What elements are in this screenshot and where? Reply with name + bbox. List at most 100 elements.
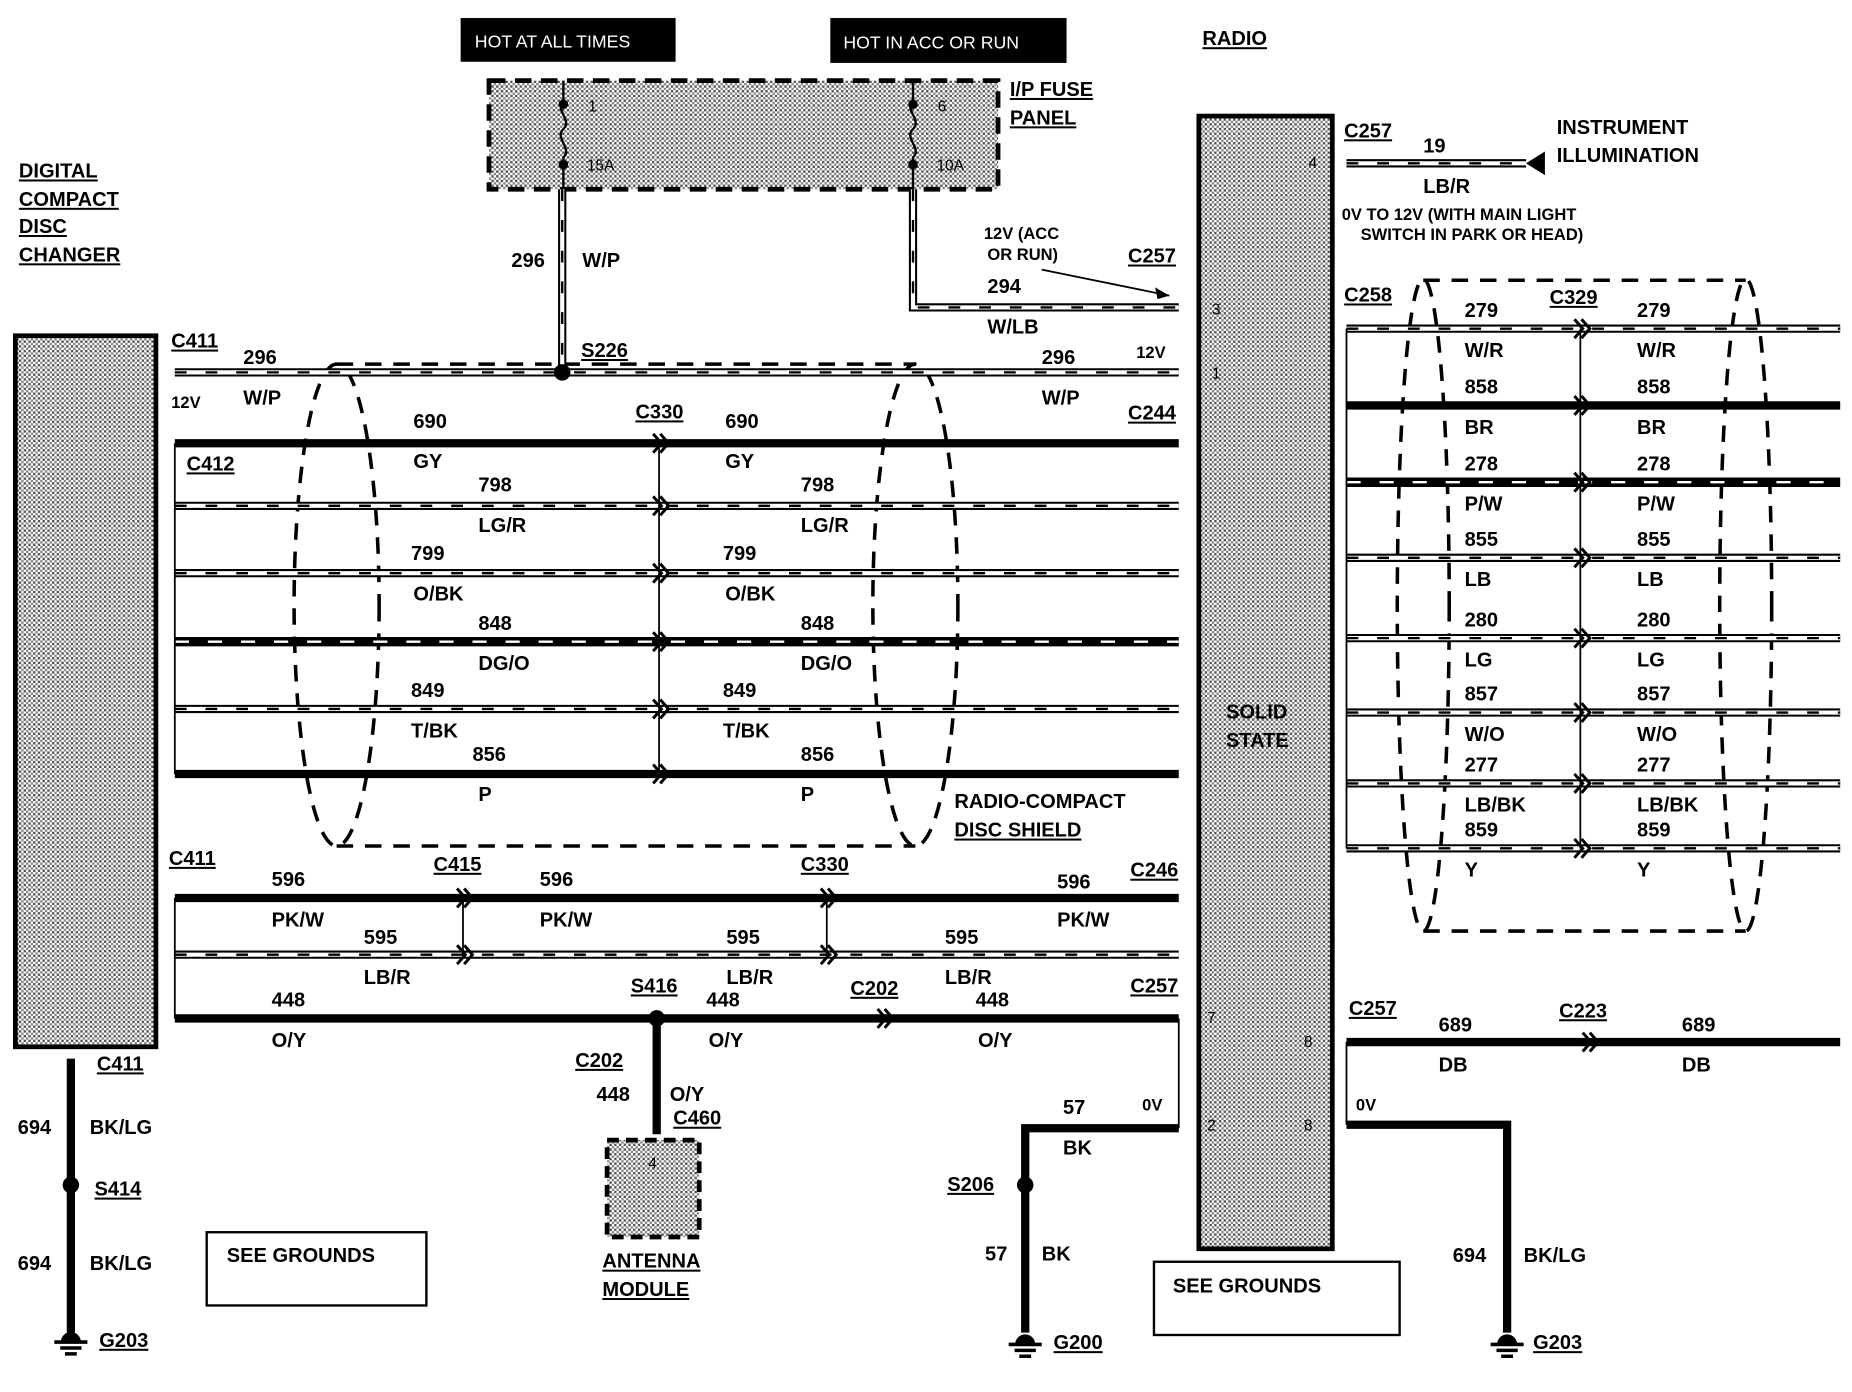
circuit-color: LG: [1637, 649, 1665, 671]
circuit-color: BK: [1042, 1244, 1071, 1266]
ground-icon: [54, 1332, 88, 1356]
fuse-rating: 10A: [937, 157, 965, 174]
radio-pin: 8: [1304, 1034, 1313, 1051]
circuit-number: 277: [1465, 755, 1498, 777]
circuit-number: 279: [1465, 300, 1498, 322]
circuit-color: T/BK: [723, 720, 770, 742]
circuit-color: P/W: [1637, 494, 1675, 516]
see-grounds-text: SEE GROUNDS: [227, 1245, 375, 1267]
splice-dot: [62, 1176, 80, 1194]
circuit-color: W/R: [1465, 340, 1505, 362]
circuit-number: 848: [801, 613, 834, 635]
circuit-color: LB/R: [364, 967, 411, 989]
arrow-icon: [1526, 151, 1545, 176]
connector-label: C258: [1344, 285, 1392, 307]
shield-outline: [336, 362, 916, 848]
wire-294: [908, 189, 1179, 312]
hot-in-acc-or-run-banner: [830, 18, 1067, 63]
connector-label: C202: [575, 1050, 623, 1072]
connector-label: C411: [169, 848, 216, 870]
connector-chevron: [1581, 1031, 1601, 1053]
circuit-color: LB/R: [1423, 176, 1470, 198]
circuit-color: O/Y: [272, 1030, 307, 1052]
circuit-number: 859: [1637, 820, 1670, 842]
circuit-number: 278: [1637, 453, 1670, 475]
antenna-module-box: [604, 1137, 702, 1240]
circuit-number: 595: [364, 927, 397, 949]
circuit-color: W/P: [243, 387, 281, 409]
wire-body: [1346, 1120, 1512, 1333]
circuit-color: LB: [1465, 569, 1492, 591]
connector-label: C412: [187, 453, 235, 475]
circuit-color: BR: [1637, 417, 1666, 439]
circuit-number: 856: [801, 744, 834, 766]
connector-chevron: [1573, 395, 1592, 416]
connector-chevron: [819, 944, 839, 966]
connector-label: C415: [433, 854, 481, 876]
voltage-label: 0V: [1356, 1096, 1376, 1115]
circuit-color: LB/BK: [1465, 795, 1527, 817]
connector-label: C223: [1559, 1000, 1607, 1022]
circuit-color: LG/R: [478, 515, 526, 537]
shield-outline: [1423, 278, 1746, 933]
fuse-number: 1: [588, 98, 597, 115]
connector-label: C329: [1550, 287, 1598, 309]
circuit-color: GY: [413, 451, 443, 473]
radio-label: RADIO: [1202, 28, 1267, 50]
shield-outline: [1717, 277, 1774, 933]
circuit-number: 799: [411, 543, 444, 565]
connector-chevron: [652, 763, 671, 785]
fuse-terminal: [908, 99, 918, 109]
circuit-color: LB: [1637, 569, 1664, 591]
shield-outline: [1395, 277, 1452, 933]
radio-box: [1196, 113, 1335, 1252]
circuit-number: 798: [478, 475, 511, 497]
radio-pin: 4: [1309, 155, 1318, 172]
circuit-color: BR: [1465, 417, 1494, 439]
connector-chevron: [652, 698, 671, 720]
connector-chevron: [1573, 627, 1592, 649]
radio-pin: 3: [1212, 301, 1221, 318]
instrument-illumination-label: INSTRUMENT: [1557, 117, 1689, 139]
hot-at-all-times-label: HOT AT ALL TIMES: [475, 32, 630, 52]
radio-pin: 8: [1304, 1118, 1313, 1135]
connector-label: C411: [97, 1053, 144, 1075]
wire-694-right: [1346, 1120, 1512, 1333]
connector-label: C246: [1130, 860, 1178, 882]
circuit-number: 57: [985, 1244, 1007, 1266]
circuit-number: 448: [272, 990, 305, 1012]
splice-label: S206: [947, 1174, 994, 1196]
radio-pin: 7: [1207, 1010, 1216, 1027]
circuit-color: DB: [1439, 1055, 1468, 1077]
connector-chevron: [455, 887, 475, 909]
splice-label: S226: [581, 340, 628, 362]
circuit-color: O/Y: [670, 1084, 705, 1106]
circuit-number: 689: [1682, 1014, 1715, 1036]
circuit-color: P: [801, 784, 814, 806]
ground-label: G203: [99, 1330, 148, 1352]
connector-chevron: [455, 944, 475, 966]
circuit-number: 689: [1439, 1014, 1472, 1036]
connector-label: C244: [1128, 403, 1177, 425]
circuit-color: W/LB: [987, 316, 1038, 338]
circuit-number: 596: [272, 869, 305, 891]
circuit-color: PK/W: [540, 909, 592, 931]
fuse-terminal: [908, 159, 918, 170]
instrument-illumination-label: ILLUMINATION: [1557, 145, 1699, 167]
circuit-color: W/P: [1042, 387, 1080, 409]
circuit-number: 857: [1637, 684, 1670, 706]
circuit-number: 595: [726, 927, 759, 949]
cd-changer-label: DISC: [19, 216, 67, 238]
circuit-number: 280: [1637, 609, 1670, 631]
connector-chevron: [876, 1008, 895, 1029]
circuit-color: O/BK: [413, 583, 464, 605]
fuse-panel-label: I/P FUSE: [1010, 79, 1093, 101]
circuit-color: W/O: [1637, 724, 1677, 746]
connector-label: C202: [850, 978, 898, 1000]
circuit-number: 280: [1465, 609, 1498, 631]
circuit-number: 848: [478, 613, 511, 635]
acc-note: 12V (ACC: [984, 224, 1059, 243]
circuit-number: 690: [725, 411, 758, 433]
circuit-color: W/R: [1637, 340, 1677, 362]
